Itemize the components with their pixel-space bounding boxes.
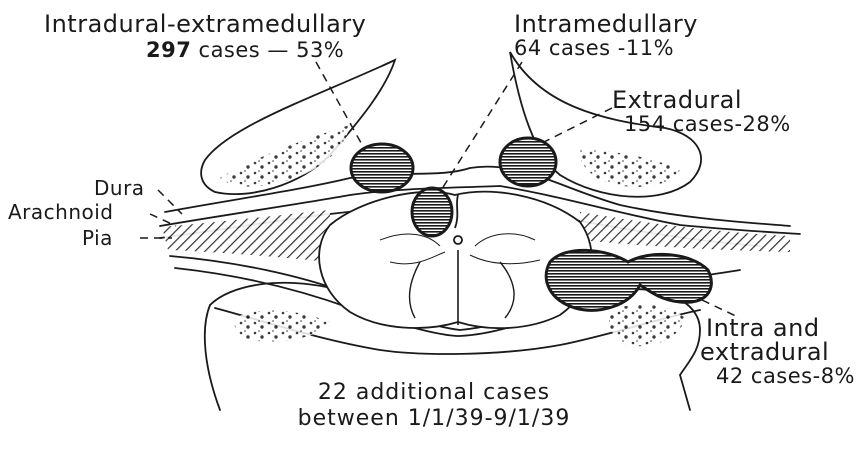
upper-right-bone-stipple [580,150,680,187]
label-extradural: Extradural [612,88,742,112]
label-pia: Pia [82,228,113,248]
label-extradural-2: extradural [700,340,829,364]
label-arachnoid: Arachnoid [8,202,114,222]
label-intradural-cases: 297 cases — 53% [146,40,344,61]
footer-line-1: 22 additional cases [0,382,868,404]
tumor-intradural-extramedullary [351,144,413,192]
label-extradural-cases: 154 cases-28% [624,114,791,135]
footer-line-2: between 1/1/39-9/1/39 [0,408,868,430]
label-intramedullary-cases: 64 cases -11% [514,38,674,59]
label-intradural-extramedullary: Intradural-extramedullary [44,12,366,36]
lower-right-bone-stipple [609,305,685,347]
tumor-intra-and-extradural [546,250,711,310]
membrane-hatch-left [162,210,330,262]
tumor-extradural [500,138,556,186]
label-intradural-count: 297 [146,38,191,62]
leader-extradural [542,108,612,143]
label-intramedullary: Intramedullary [514,12,698,36]
tumor-intramedullary [412,188,452,236]
label-intra-and: Intra and [706,316,820,340]
label-dura: Dura [94,178,145,198]
upper-left-bone-stipple [220,125,350,187]
label-intradural-rest: cases — 53% [191,38,344,62]
